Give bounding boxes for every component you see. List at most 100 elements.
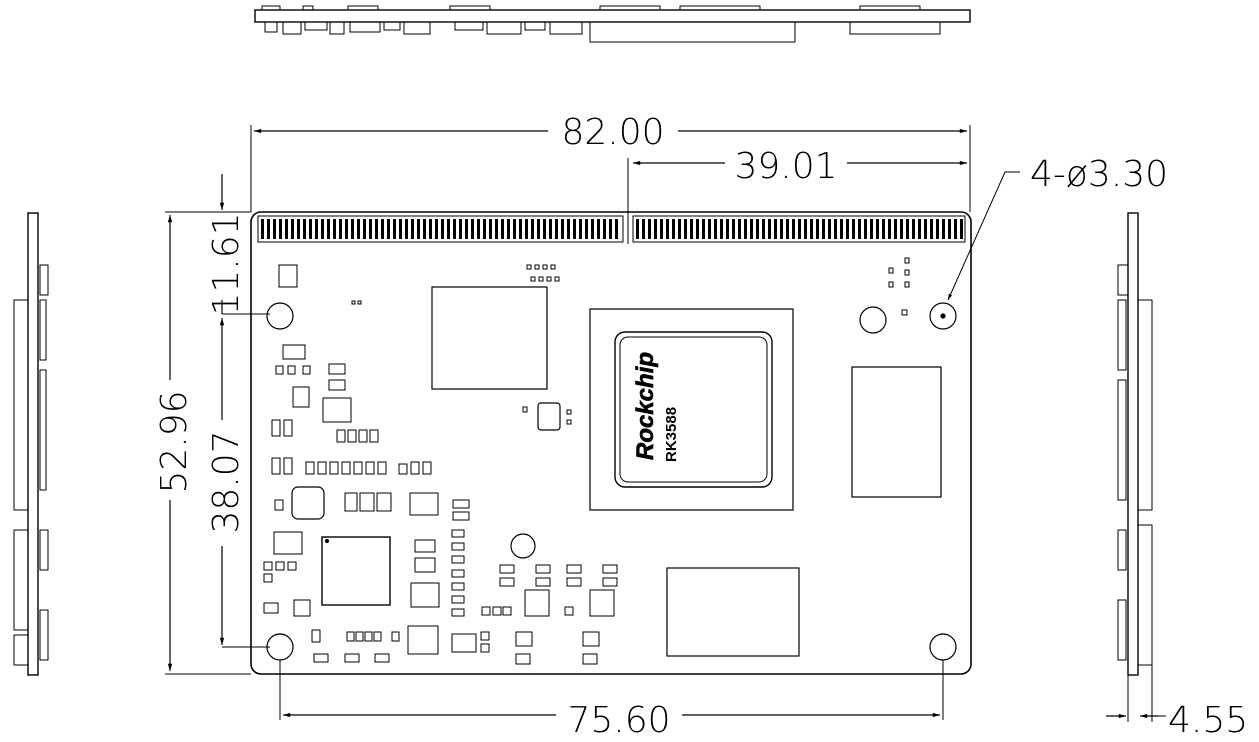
pmic-chip — [321, 536, 391, 606]
connector-pin — [363, 219, 366, 239]
connector-pin — [369, 219, 372, 239]
connector-pin — [816, 219, 819, 239]
connector-pin — [375, 219, 378, 239]
connector-pin — [960, 219, 963, 239]
connector-pin — [654, 219, 657, 239]
connector-pin — [738, 219, 741, 239]
connector-pin — [267, 219, 270, 239]
connector-pin — [702, 219, 705, 239]
connector-pin — [762, 219, 765, 239]
connector-pin — [756, 219, 759, 239]
connector-pin — [744, 219, 747, 239]
connector-pin — [942, 219, 945, 239]
connector-pin — [708, 219, 711, 239]
dim-thickness: 4.55 — [1168, 700, 1248, 741]
connector-pin — [954, 219, 957, 239]
connector-pin — [273, 219, 276, 239]
mounting-hole-top-right-center — [940, 313, 946, 319]
connector-pin — [357, 219, 360, 239]
connector-pin — [459, 219, 462, 239]
connector-pin — [720, 219, 723, 239]
connector-pin — [471, 219, 474, 239]
connector-pin — [345, 219, 348, 239]
dim-hole-vertical-spacing: 38.07 — [206, 430, 247, 533]
dim-total-width: 82.00 — [561, 112, 664, 153]
connector-pin — [672, 219, 675, 239]
connector-pin — [441, 219, 444, 239]
connector-pin — [333, 219, 336, 239]
connector-pin — [906, 219, 909, 239]
top-side-view — [254, 5, 971, 43]
connector-pin — [858, 219, 861, 239]
connector-pin — [900, 219, 903, 239]
connector-pin — [501, 219, 504, 239]
connector-pin — [579, 219, 582, 239]
fiducial-circle-lower — [510, 533, 536, 559]
connector-pin — [597, 219, 600, 239]
connector-pin — [603, 219, 606, 239]
right-side-view — [1117, 212, 1153, 676]
connector-pin — [642, 219, 645, 239]
connector-pin — [381, 219, 384, 239]
connector-left — [257, 215, 624, 243]
passive-components — [263, 257, 910, 665]
right-view-components — [1117, 264, 1153, 666]
connector-pin — [774, 219, 777, 239]
connector-pin — [549, 219, 552, 239]
connector-pin — [489, 219, 492, 239]
connector-pin — [399, 219, 402, 239]
connector-pin — [417, 219, 420, 239]
connector-pin — [846, 219, 849, 239]
connector-pin — [714, 219, 717, 239]
connector-pin — [666, 219, 669, 239]
connector-pin — [780, 219, 783, 239]
connector-pin — [567, 219, 570, 239]
chip-brand: Rockchip — [632, 352, 659, 460]
connector-pin — [609, 219, 612, 239]
mounting-hole-bottom-left — [266, 633, 294, 661]
connector-pin — [261, 219, 264, 239]
chip-model: RK3588 — [663, 407, 680, 462]
connector-pin — [888, 219, 891, 239]
connector-pin — [684, 219, 687, 239]
connector-pin — [525, 219, 528, 239]
connector-pin — [732, 219, 735, 239]
pmic-pin1-marker — [324, 538, 330, 544]
connector-pin — [339, 219, 342, 239]
soc-package — [589, 308, 794, 511]
connector-pin — [351, 219, 354, 239]
connector-pin — [315, 219, 318, 239]
connector-pin — [327, 219, 330, 239]
connector-pin — [870, 219, 873, 239]
connector-pin — [453, 219, 456, 239]
dim-connector-offset: 39.01 — [734, 146, 837, 187]
connector-pin — [810, 219, 813, 239]
connector-pin — [411, 219, 414, 239]
connector-pin — [726, 219, 729, 239]
connector-pin — [786, 219, 789, 239]
memory-chip-bottom — [666, 567, 800, 657]
connector-pin — [321, 219, 324, 239]
board-outline — [250, 211, 972, 675]
small-ic-center — [537, 402, 561, 431]
top-view-components — [261, 5, 941, 43]
connector-pin — [768, 219, 771, 239]
fiducial-circle — [859, 306, 887, 334]
dim-holes: 4-ø3.30 — [1030, 154, 1168, 195]
connector-pin — [930, 219, 933, 239]
left-view-components — [13, 264, 49, 666]
connector-pin — [924, 219, 927, 239]
connector-pin — [507, 219, 510, 239]
connector-pin — [435, 219, 438, 239]
connector-pin — [648, 219, 651, 239]
connector-pin — [303, 219, 306, 239]
connector-pin — [297, 219, 300, 239]
connector-pin — [864, 219, 867, 239]
connector-pin — [285, 219, 288, 239]
connector-pin — [918, 219, 921, 239]
connector-pin — [423, 219, 426, 239]
connector-pin — [291, 219, 294, 239]
connector-pin — [792, 219, 795, 239]
dim-hole-horizontal-spacing: 75.60 — [567, 700, 670, 741]
